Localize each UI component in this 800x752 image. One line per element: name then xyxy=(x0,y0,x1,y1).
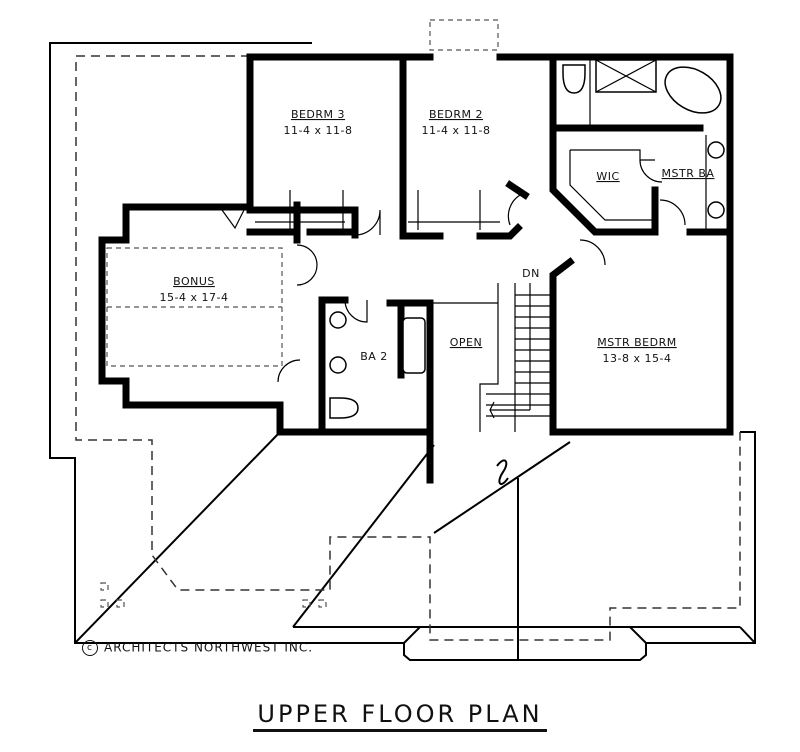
room-dims-bonus: 15-4 x 17-4 xyxy=(160,291,229,304)
room-labels: BEDRM 3 11-4 x 11-8 BEDRM 2 11-4 x 11-8 … xyxy=(160,108,715,365)
room-label-bedrm2: BEDRM 2 xyxy=(429,108,483,121)
room-dims-mstr-bedrm: 13-8 x 15-4 xyxy=(603,352,672,365)
door-swings xyxy=(221,159,686,383)
room-label-bedrm3: BEDRM 3 xyxy=(291,108,345,121)
room-dims-bedrm2: 11-4 x 11-8 xyxy=(422,124,491,137)
lower-level-outline xyxy=(75,19,741,641)
plan-title-text: UPPER FLOOR PLAN xyxy=(253,700,547,732)
tub-icon xyxy=(402,317,426,374)
fixtures xyxy=(329,59,725,419)
toilet-icon xyxy=(329,397,359,419)
stairs-direction-label: DN xyxy=(522,267,540,280)
room-label-mstr-bedrm: MSTR BEDRM xyxy=(597,336,676,349)
plan-title: UPPER FLOOR PLAN xyxy=(0,700,800,732)
room-dims-bedrm3: 11-4 x 11-8 xyxy=(284,124,353,137)
copyright-icon: c xyxy=(82,640,98,656)
room-label-open: OPEN xyxy=(450,336,482,349)
stair-treads xyxy=(486,294,553,417)
room-label-wic: WIC xyxy=(596,170,619,183)
sink-icon xyxy=(707,141,725,159)
room-label-ba2: BA 2 xyxy=(360,350,388,363)
interior-details xyxy=(106,60,707,432)
copyright-notice: c ARCHITECTS NORTHWEST INC. xyxy=(82,640,313,656)
exterior-walls xyxy=(98,53,734,484)
copyright-text: ARCHITECTS NORTHWEST INC. xyxy=(104,640,314,655)
toilet-icon xyxy=(562,64,586,94)
room-label-bonus: BONUS xyxy=(173,275,215,288)
sink-icon xyxy=(329,311,347,329)
roof-outline xyxy=(49,42,756,661)
sink-icon xyxy=(329,356,347,374)
tub-icon xyxy=(664,66,722,114)
post-markers xyxy=(100,582,327,608)
room-label-mstr-ba: MSTR BA xyxy=(662,167,715,180)
sink-icon xyxy=(707,201,725,219)
